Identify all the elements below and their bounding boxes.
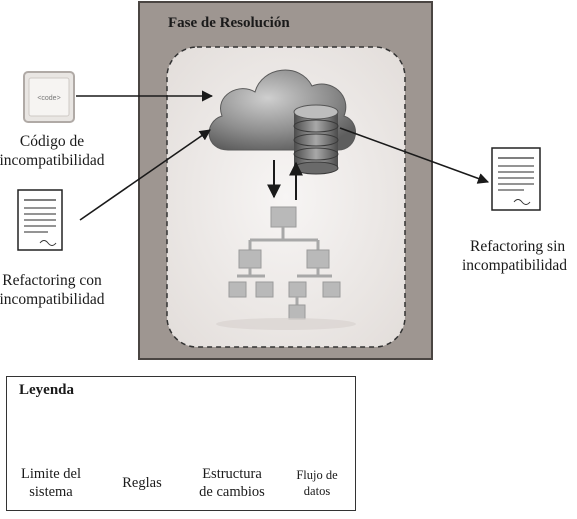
refactor-out-label-line2: incompatibilidad: [462, 257, 568, 274]
legend-flow-label: Flujo de datos: [284, 467, 350, 499]
legend-flow-line2: datos: [303, 484, 331, 498]
flow-arrow-refactor-to-rules: [79, 129, 211, 221]
code-label: Código de incompatibilidad: [0, 132, 107, 170]
code-icon-text: <code>: [37, 95, 60, 102]
document-out-icon: [491, 147, 541, 211]
document-in-icon: [17, 189, 63, 251]
refactor-out-label: Refactoring sin incompatibilidad: [462, 237, 577, 275]
legend-structure-line2: de cambios: [199, 484, 265, 500]
code-icon: [23, 71, 75, 123]
refactor-in-label-line1: Refactoring con: [2, 272, 102, 289]
legend-boundary-line1: Limite del: [21, 466, 81, 482]
legend-box: [6, 376, 356, 511]
legend-boundary-label: Limite del sistema: [6, 465, 96, 501]
legend-structure-line1: Estructura: [202, 466, 262, 482]
code-label-line2: incompatibilidad: [0, 152, 105, 169]
flow-arrow-rules-to-output: [339, 127, 490, 184]
refactor-in-label: Refactoring con incompatibilidad: [0, 271, 122, 309]
legend-boundary-line2: sistema: [29, 484, 73, 500]
legend-flow-line1: Flujo de: [296, 468, 338, 482]
legend-rules-label: Reglas: [122, 475, 162, 491]
system-title: Fase de Resolución: [168, 15, 290, 31]
legend-structure-label: Estructura de cambios: [182, 465, 282, 501]
refactor-out-label-line1: Refactoring sin: [470, 238, 566, 255]
refactor-in-label-line2: incompatibilidad: [0, 291, 105, 308]
database-icon: [293, 104, 339, 175]
code-label-line1: Código de: [19, 133, 85, 150]
change-structure-tree: [216, 206, 356, 330]
legend-title: Leyenda: [19, 382, 75, 398]
